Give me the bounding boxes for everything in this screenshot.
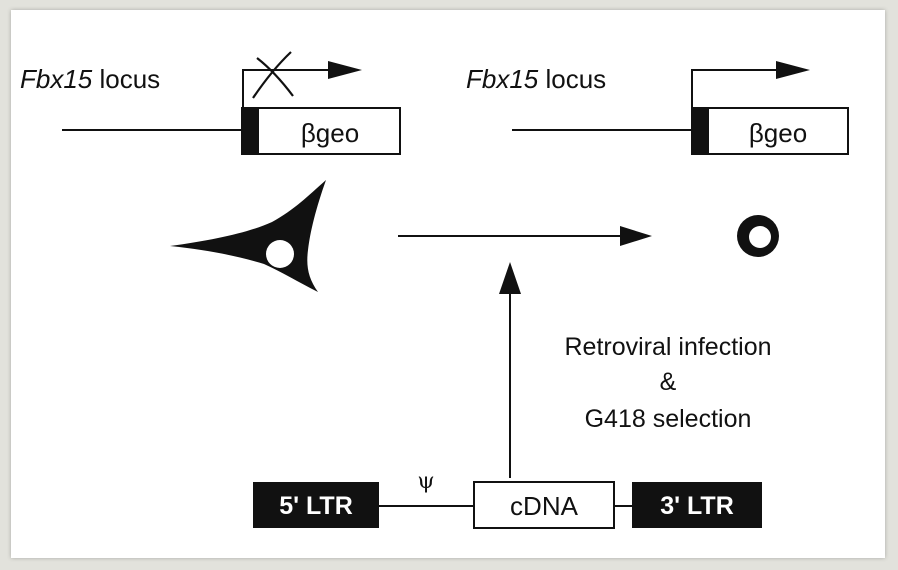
right-bgeo-label: βgeo (749, 118, 807, 148)
left-locus: Fbx15 locus βgeo (20, 51, 401, 155)
left-locus-label: Fbx15 locus (20, 64, 160, 94)
ltr5-box (253, 482, 379, 528)
es-like-nucleus (749, 226, 771, 248)
right-promoter-line (691, 69, 778, 110)
left-bgeo-label: βgeo (301, 118, 359, 148)
figure-panel (11, 10, 885, 558)
right-promoter-arrowhead (776, 61, 810, 79)
psi-packaging-signal: ψ (417, 469, 434, 494)
inactive-cross-icon (252, 51, 294, 99)
procedure-line-3: G418 selection (585, 405, 752, 433)
procedure-line-1: Retroviral infection (564, 333, 771, 361)
ltr5-label: 5' LTR (279, 492, 353, 520)
right-locus: Fbx15 locus βgeo (466, 61, 849, 155)
left-promoter-line (242, 69, 330, 110)
infection-arrowhead (499, 262, 521, 294)
fibroblast-nucleus (266, 240, 294, 268)
left-promoter-arrowhead (328, 61, 362, 79)
procedure-line-2: & (660, 368, 677, 396)
left-bgeo-box (241, 107, 401, 155)
cdna-label: cDNA (510, 491, 579, 521)
ltr3-box (632, 482, 762, 528)
left-exon-block (242, 108, 259, 154)
right-locus-label: Fbx15 locus (466, 64, 606, 94)
fibroblast-cell-body (170, 180, 326, 292)
retroviral-vector: 5' LTR ψ cDNA 3' LTR (253, 469, 762, 529)
conversion-arrowhead (620, 226, 652, 246)
right-exon-block (692, 108, 709, 154)
fibroblast-cell (170, 180, 326, 292)
ltr3-label: 3' LTR (660, 492, 734, 520)
es-like-cell (737, 215, 779, 257)
